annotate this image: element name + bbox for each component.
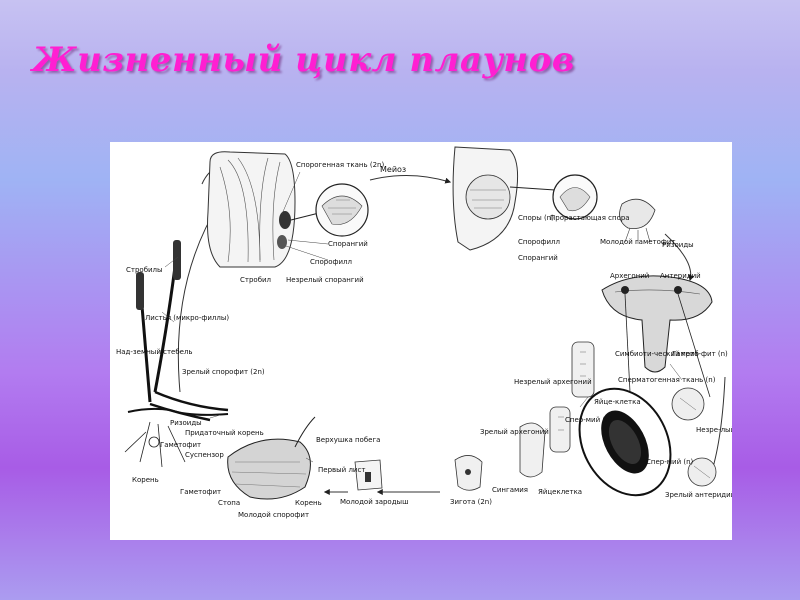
label-spores: Споры (n) <box>518 214 554 222</box>
label-suspensor: Суспензор <box>185 451 224 459</box>
label-aerial-stem: Над-земный стебель <box>116 348 193 356</box>
label-root-bottom: Корень <box>132 476 159 484</box>
label-gametophyte-bottom: Гаметофит <box>180 488 221 496</box>
label-sporangium-left: Спорангий <box>328 240 368 248</box>
label-sperm-right: Спер-мий (n) <box>646 458 694 466</box>
cycle-arrow-meiosis <box>369 175 452 184</box>
life-cycle-diagram: Спорогенная ткань (2n) Мейоз Споры (n) П… <box>116 146 732 519</box>
label-sporophyll-top: Спорофилл <box>518 238 560 246</box>
label-sperm-left: Спер-мий (n) <box>565 416 613 424</box>
label-mature-archegonium: Зрелый архегоний <box>480 428 549 436</box>
life-cycle-diagram-panel: Спорогенная ткань (2n) Мейоз Споры (n) П… <box>110 142 732 540</box>
label-meiosis: Мейоз <box>380 165 406 174</box>
label-sporogenous-tissue: Спорогенная ткань (2n) <box>296 161 384 169</box>
label-mature-sporophyte: Зрелый спорофит (2n) <box>182 368 265 376</box>
mature-gametophyte-illustration <box>601 275 713 398</box>
label-gametophyte-n: Гамето-фит (n) <box>672 350 728 358</box>
label-sporangium-top: Спорангий <box>518 254 558 262</box>
label-immature-archegonium: Незрелый архегоний <box>514 378 592 386</box>
archegonium-development-illustration <box>549 341 595 453</box>
leader-lines <box>161 171 683 463</box>
germinating-spore-circle <box>552 174 598 220</box>
zygote-syngamy-illustration <box>454 422 546 491</box>
label-young-sporophyte: Молодой спорофит <box>238 511 309 519</box>
immature-antheridium-illustration <box>671 387 717 487</box>
label-root-embryo: Корень <box>295 499 322 507</box>
label-antheridium-top: Антеридий <box>660 272 701 280</box>
young-sporophyte-illustration <box>227 416 316 500</box>
label-rhizoids-left: Ризоиды <box>170 419 202 427</box>
label-adventitious-root: Придаточный корень <box>185 429 264 437</box>
sporangium-zoom-circle <box>315 183 369 237</box>
label-archegonium-top: Архегоний <box>610 272 649 280</box>
cycle-arrow-to-gametophyte <box>664 233 695 282</box>
label-syngamy: Сингамия <box>492 486 528 494</box>
label-germinating-spore: Прорастающая спора <box>550 214 630 222</box>
label-sporophyll-left: Спорофилл <box>310 258 352 266</box>
label-zygote: Зигота (2n) <box>450 498 492 506</box>
label-symbiotic-fungus: Симбиоти-ческий гриб <box>615 350 699 358</box>
slide-title: Жизненный цикл плаунов <box>32 40 575 80</box>
label-young-embryo: Молодой зародыш <box>340 498 409 506</box>
young-embryo-illustration <box>354 459 383 491</box>
spore-release-illustration <box>452 146 556 251</box>
label-first-leaf: Первый лист <box>318 466 365 474</box>
label-strobili: Стробилы <box>126 266 163 274</box>
label-immature-antheridium: Незре-лый антеридий <box>696 426 732 434</box>
label-microphyll-leaves: Листья (микро-филлы) <box>145 314 229 322</box>
strobilus-section-illustration <box>207 151 324 268</box>
label-strobilus: Стробил <box>240 276 271 284</box>
label-shoot-apex: Верхушка побега <box>316 436 380 444</box>
antheridium-ellipse-illustration <box>578 387 672 497</box>
label-rhizoids-top: Ризоиды <box>662 241 694 249</box>
label-spermatogenous-tissue: Сперматогенная ткань (n) <box>618 376 716 384</box>
label-foot: Стопа <box>218 499 240 507</box>
label-young-gametophyte: Молодой гаметофит <box>600 238 676 246</box>
label-egg-cell-top: Яйце-клетка <box>594 398 641 406</box>
mature-sporophyte-illustration <box>124 240 229 468</box>
label-egg-cell-bottom: Яйцеклетка <box>538 488 582 496</box>
label-mature-antheridium: Зрелый антеридий <box>665 491 732 499</box>
label-immature-sporangium: Незрелый спорангий <box>286 276 364 284</box>
young-gametophyte-illustration <box>619 198 656 244</box>
label-gametophyte-small: Гаметофит <box>160 441 201 449</box>
